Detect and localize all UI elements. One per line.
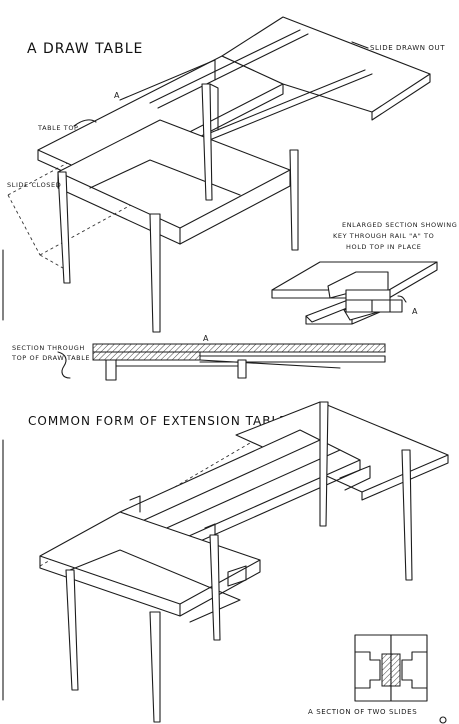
enlarged-section-line-2: KEY THROUGH RAIL "A" TO <box>333 232 434 240</box>
rail-a-marker: A <box>114 91 120 100</box>
slide-drawn-out-leader <box>351 41 369 49</box>
section-through-line-1: SECTION THROUGH <box>12 344 85 352</box>
extension-table-illustration <box>39 401 449 723</box>
page-mark <box>439 716 447 724</box>
extension-table-title: COMMON FORM OF EXTENSION TABLE <box>28 414 288 428</box>
slide-drawn-out-label: SLIDE DRAWN OUT <box>370 44 445 52</box>
section-a-marker: A <box>203 334 209 343</box>
two-slides-section <box>354 634 428 702</box>
enlarged-a-marker: A <box>412 307 418 316</box>
enlarged-section-line-3: HOLD TOP IN PLACE <box>346 243 421 251</box>
enlarged-key-section <box>271 261 438 325</box>
draw-table-illustration <box>7 16 431 333</box>
table-top-leader <box>73 119 97 127</box>
table-top-label: TABLE TOP <box>37 124 79 132</box>
enlarged-section-line-1: ENLARGED SECTION SHOWING <box>342 221 457 229</box>
two-slides-label: A SECTION OF TWO SLIDES <box>308 708 417 716</box>
draw-table-title: A DRAW TABLE <box>27 41 143 57</box>
draw-table-section <box>57 343 386 381</box>
section-through-line-2: TOP OF DRAW TABLE <box>11 354 90 362</box>
slide-closed-label: SLIDE CLOSED <box>7 181 61 189</box>
